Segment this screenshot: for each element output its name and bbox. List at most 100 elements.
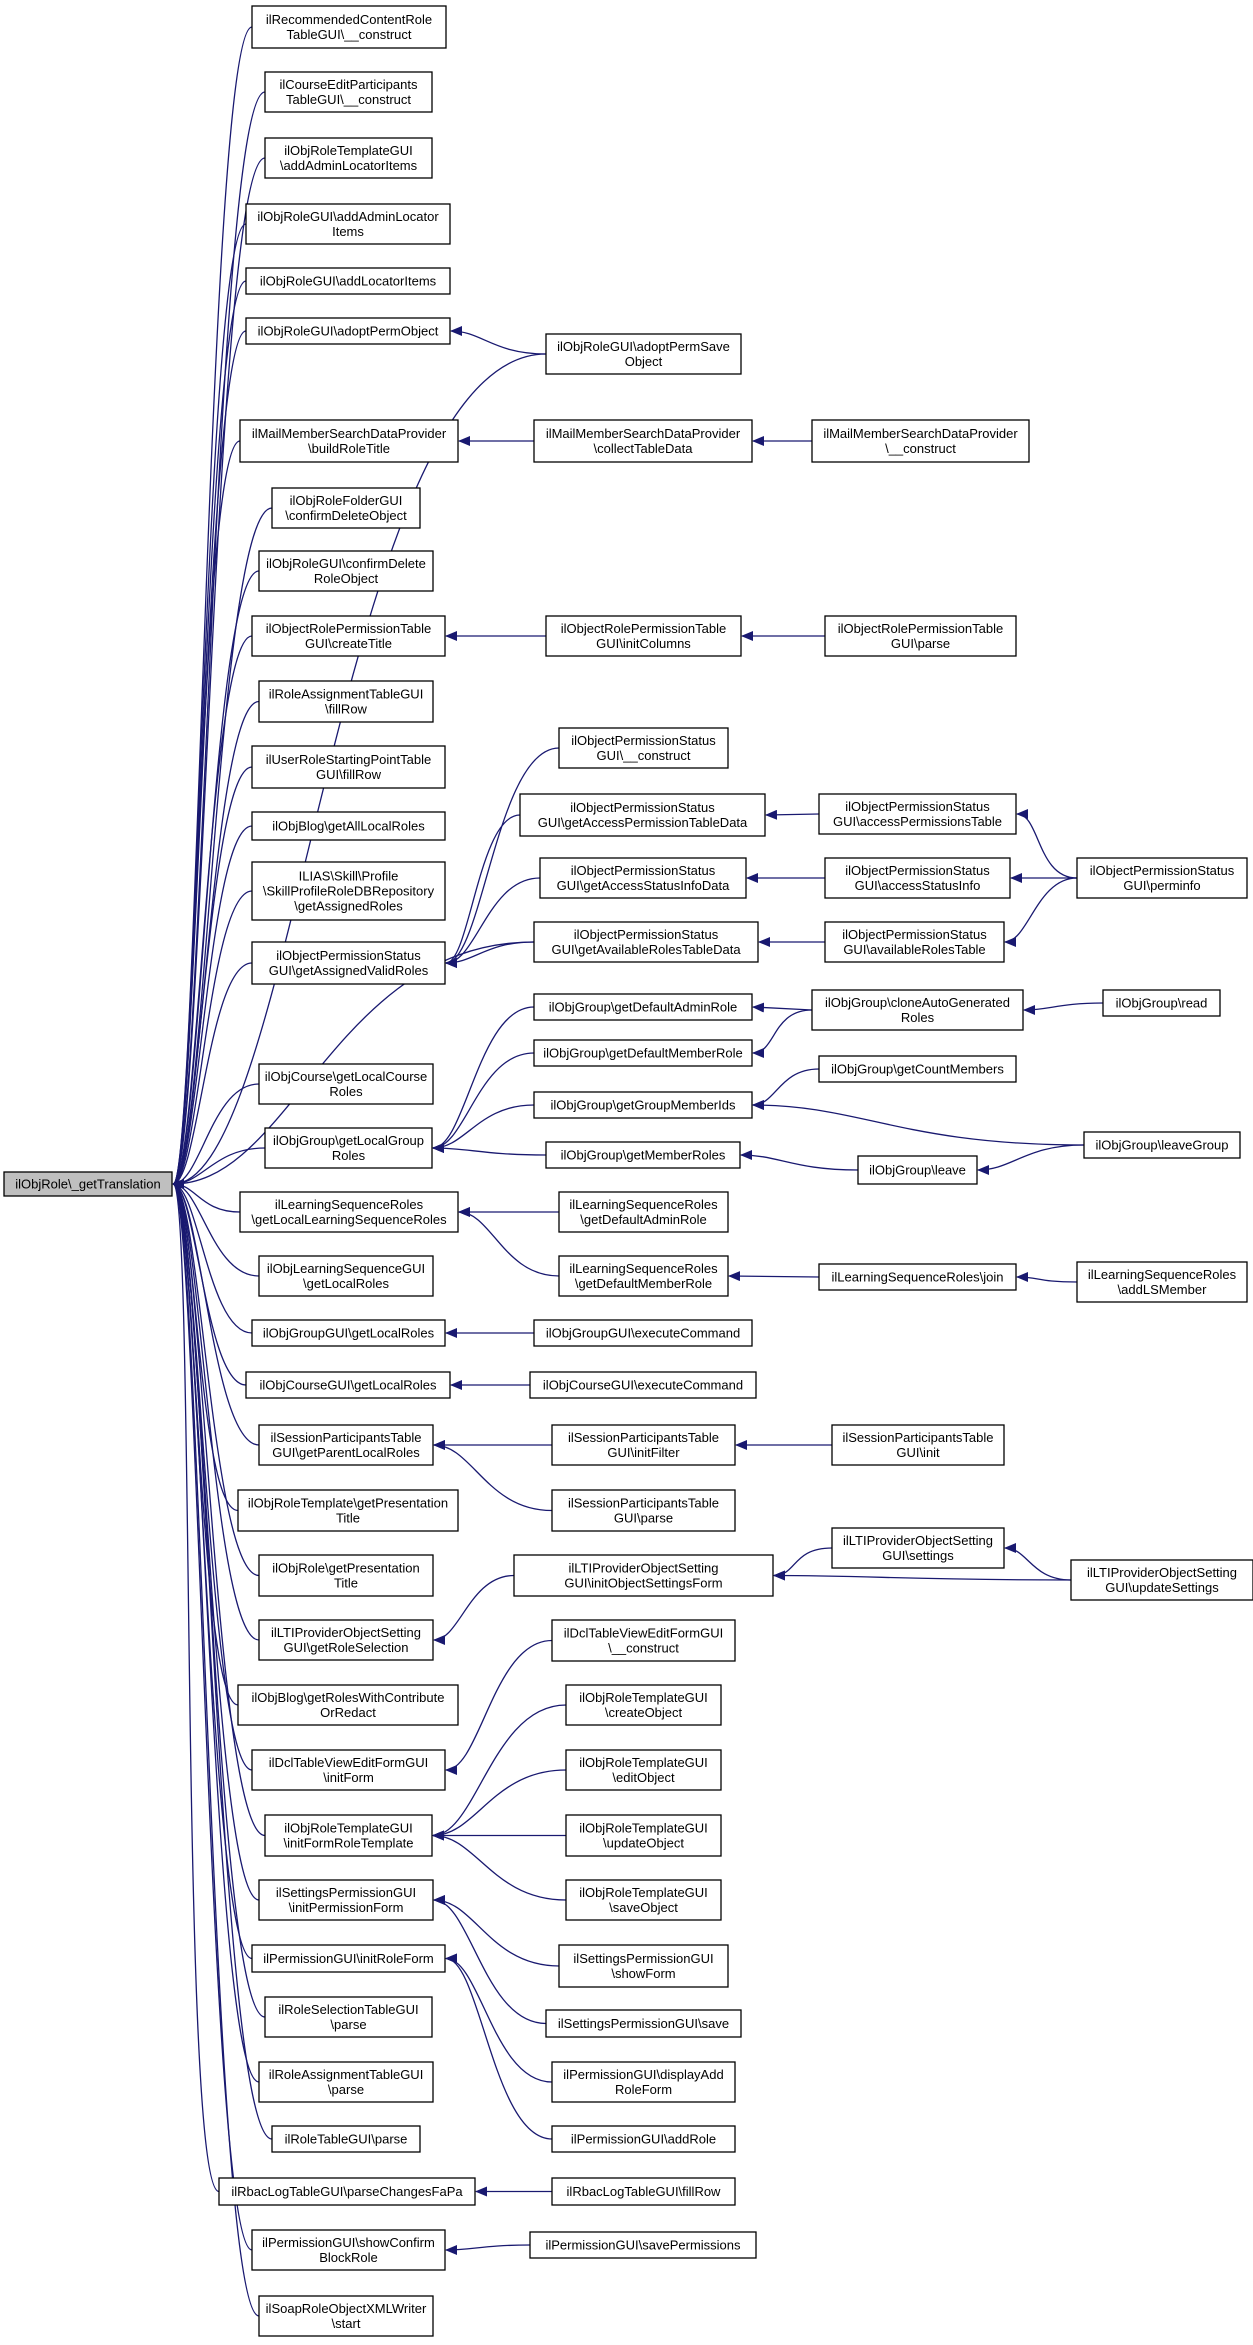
node-illearningsequenceroles-addlsmember[interactable]: ilLearningSequenceRoles\addLSMember [1076, 1261, 1248, 1303]
node-ilobjroletemplategui-addadminlocatoritems[interactable]: ilObjRoleTemplateGUI\addAdminLocatorItem… [264, 137, 433, 179]
node-ilobjroletemplategui-initformroletemplate[interactable]: ilObjRoleTemplateGUI\initFormRoleTemplat… [264, 1814, 433, 1857]
node-label: ilSessionParticipantsTable [270, 1430, 421, 1445]
node-label: ilObjectPermissionStatus [276, 948, 421, 963]
node-ilrbaclogtablegui-parsechangesfapa[interactable]: ilRbacLogTableGUI\parseChangesFaPa [218, 2177, 476, 2206]
node-ilobjblog-getalllocalroles[interactable]: ilObjBlog\getAllLocalRoles [251, 811, 446, 841]
node-ilobjgroup-read[interactable]: ilObjGroup\read [1102, 989, 1221, 1017]
node-ilobjectpermissionstatus-gui-getassignedvalidroles[interactable]: ilObjectPermissionStatusGUI\getAssignedV… [251, 941, 446, 985]
node-ilobjgroup-getdefaultadminrole[interactable]: ilObjGroup\getDefaultAdminRole [533, 993, 753, 1021]
node-box [251, 1944, 446, 1973]
node-ilsettingspermissiongui-initpermissionform[interactable]: ilSettingsPermissionGUI\initPermissionFo… [258, 1879, 434, 1921]
node-ilroletablegui-parse[interactable]: ilRoleTableGUI\parse [271, 2125, 421, 2153]
node-ilmailmembersearchdataprovider-construct[interactable]: ilMailMemberSearchDataProvider\__constru… [811, 419, 1030, 463]
node-ilobjectpermissionstatus-gui-accessstatusinfo[interactable]: ilObjectPermissionStatusGUI\accessStatus… [824, 857, 1011, 899]
node-ilpermissiongui-savepermissions[interactable]: ilPermissionGUI\savePermissions [529, 2231, 757, 2259]
node-illtiproviderobjectsetting-gui-updatesettings[interactable]: ilLTIProviderObjectSettingGUI\updateSett… [1070, 1559, 1253, 1601]
node-illearningsequenceroles-getlocallearningsequenceroles[interactable]: ilLearningSequenceRoles\getLocalLearning… [239, 1191, 459, 1233]
node-box [831, 1424, 1005, 1466]
node-ilobjgroupgui-getlocalroles[interactable]: ilObjGroupGUI\getLocalRoles [251, 1319, 446, 1347]
node-ilobjgroup-getdefaultmemberrole[interactable]: ilObjGroup\getDefaultMemberRole [533, 1039, 753, 1067]
node-ilobjroletemplategui-editobject[interactable]: ilObjRoleTemplateGUI\editObject [565, 1749, 722, 1791]
node-ilias-skill-profile-skillprofileroledbrepository-getassignedroles[interactable]: ILIAS\Skill\Profile\SkillProfileRoleDBRe… [251, 861, 446, 921]
node-ilobjgroup-leavegroup[interactable]: ilObjGroup\leaveGroup [1083, 1131, 1241, 1159]
node-ilobjcoursegui-getlocalroles[interactable]: ilObjCourseGUI\getLocalRoles [245, 1371, 451, 1399]
node-ilobjgroupgui-executecommand[interactable]: ilObjGroupGUI\executeCommand [533, 1319, 753, 1347]
node-ilrecommendedcontentrole-tablegui-construct[interactable]: ilRecommendedContentRoleTableGUI\__const… [251, 5, 447, 49]
node-ilobjrolegui-addadminlocator-items[interactable]: ilObjRoleGUI\addAdminLocatorItems [245, 203, 451, 245]
node-illearningsequenceroles-getdefaultadminrole[interactable]: ilLearningSequenceRoles\getDefaultAdminR… [558, 1191, 729, 1233]
edge-d13-to-c18 [458, 1207, 560, 1277]
node-ilroleassignmenttablegui-parse[interactable]: ilRoleAssignmentTableGUI\parse [258, 2061, 434, 2103]
edge-d21-to-c28 [432, 1769, 567, 1841]
node-ilmailmembersearchdataprovider-collecttabledata[interactable]: ilMailMemberSearchDataProvider\collectTa… [533, 419, 753, 463]
node-ilobjrolegui-addlocatoritems[interactable]: ilObjRoleGUI\addLocatorItems [245, 267, 451, 295]
node-ilpermissiongui-initroleform[interactable]: ilPermissionGUI\initRoleForm [251, 1944, 446, 1973]
node-label: ilObjGroup\getDefaultMemberRole [543, 1046, 742, 1061]
node-ilobjcoursegui-executecommand[interactable]: ilObjCourseGUI\executeCommand [529, 1371, 757, 1399]
node-ilobjlearningsequencegui-getlocalroles[interactable]: ilObjLearningSequenceGUI\getLocalRoles [258, 1255, 434, 1297]
root-node-ilobjrole-gettranslation[interactable]: ilObjRole\_getTranslation [3, 1171, 173, 1197]
node-ilsettingspermissiongui-showform[interactable]: ilSettingsPermissionGUI\showForm [558, 1944, 729, 1988]
node-label: \__construct [885, 441, 956, 456]
node-ilobjgroup-leave[interactable]: ilObjGroup\leave [857, 1155, 978, 1185]
node-ilobjectrolepermissiontable-gui-createtitle[interactable]: ilObjectRolePermissionTableGUI\createTit… [251, 615, 446, 657]
node-illtiproviderobjectsetting-gui-getroleselection[interactable]: ilLTIProviderObjectSettingGUI\getRoleSel… [258, 1619, 434, 1661]
edge-f1-to-e5 [1004, 877, 1078, 947]
node-ilobjgroup-getcountmembers[interactable]: ilObjGroup\getCountMembers [818, 1055, 1017, 1083]
edge-e9-to-d13 [728, 1271, 820, 1282]
node-ilobjectpermissionstatus-gui-getavailablerolestabledata[interactable]: ilObjectPermissionStatusGUI\getAvailable… [533, 921, 759, 963]
node-label: GUI\parse [891, 636, 950, 651]
node-box [237, 1684, 459, 1726]
node-ilobjrolegui-adoptpermobject[interactable]: ilObjRoleGUI\adoptPermObject [245, 317, 451, 345]
node-ilcourseeditparticipants-tablegui-construct[interactable]: ilCourseEditParticipantsTableGUI\__const… [264, 71, 433, 113]
node-ilroleselectiontablegui-parse[interactable]: ilRoleSelectionTableGUI\parse [264, 1996, 433, 2038]
node-illearningsequenceroles-getdefaultmemberrole[interactable]: ilLearningSequenceRoles\getDefaultMember… [558, 1255, 729, 1297]
node-ilobjrolefoldergui-confirmdeleteobject[interactable]: ilObjRoleFolderGUI\confirmDeleteObject [271, 487, 421, 529]
node-box [513, 1554, 774, 1597]
node-ilmailmembersearchdataprovider-buildroletitle[interactable]: ilMailMemberSearchDataProvider\buildRole… [239, 419, 459, 463]
node-ilobjectrolepermissiontable-gui-initcolumns[interactable]: ilObjectRolePermissionTableGUI\initColum… [545, 615, 742, 657]
node-ilsoaproleobjectxmlwriter-start[interactable]: ilSoapRoleObjectXMLWriter\start [258, 2295, 434, 2337]
node-ilobjgroup-getgroupmemberids[interactable]: ilObjGroup\getGroupMemberIds [533, 1091, 753, 1119]
node-ilobjgroup-getmemberroles[interactable]: ilObjGroup\getMemberRoles [545, 1141, 741, 1169]
node-ilroleassignmenttablegui-fillrow[interactable]: ilRoleAssignmentTableGUI\fillRow [258, 680, 434, 723]
node-ildcltablevieweditformgui-initform[interactable]: ilDclTableViewEditFormGUI\initForm [251, 1749, 446, 1791]
edge-f1-to-e3 [1016, 809, 1078, 879]
node-ilobjroletemplategui-updateobject[interactable]: ilObjRoleTemplateGUI\updateObject [565, 1814, 722, 1857]
node-ilrbaclogtablegui-fillrow[interactable]: ilRbacLogTableGUI\fillRow [551, 2177, 736, 2206]
node-ilobjectpermissionstatus-gui-getaccesspermissiontabledata[interactable]: ilObjectPermissionStatusGUI\getAccessPer… [519, 793, 766, 837]
node-ilobjectpermissionstatus-gui-getaccessstatusinfodata[interactable]: ilObjectPermissionStatusGUI\getAccessSta… [539, 857, 747, 899]
node-label: ilObjCourseGUI\getLocalRoles [259, 1378, 437, 1393]
node-illtiproviderobjectsetting-gui-initobjectsettingsform[interactable]: ilLTIProviderObjectSettingGUI\initObject… [513, 1554, 774, 1597]
node-label: ilRbacLogTableGUI\fillRow [567, 2184, 722, 2199]
node-ilobjectpermissionstatus-gui-accesspermissionstable[interactable]: ilObjectPermissionStatusGUI\accessPermis… [818, 793, 1017, 835]
node-ilobjroletemplategui-saveobject[interactable]: ilObjRoleTemplateGUI\saveObject [565, 1879, 722, 1921]
node-ilobjroletemplategui-createobject[interactable]: ilObjRoleTemplateGUI\createObject [565, 1684, 722, 1726]
node-illearningsequenceroles-join[interactable]: ilLearningSequenceRoles\join [818, 1263, 1017, 1291]
node-ildcltablevieweditformgui-construct[interactable]: ilDclTableViewEditFormGUI\__construct [551, 1619, 736, 1662]
edge-d24-to-c29 [433, 1895, 560, 1967]
node-ilsettingspermissiongui-save[interactable]: ilSettingsPermissionGUI\save [545, 2009, 742, 2038]
node-ilpermissiongui-addrole[interactable]: ilPermissionGUI\addRole [551, 2125, 736, 2153]
node-label: \collectTableData [594, 441, 694, 456]
node-ilobjectpermissionstatus-gui-availablerolestable[interactable]: ilObjectPermissionStatusGUI\availableRol… [824, 921, 1005, 963]
node-ilsessionparticipantstable-gui-getparentlocalroles[interactable]: ilSessionParticipantsTableGUI\getParentL… [258, 1424, 434, 1466]
